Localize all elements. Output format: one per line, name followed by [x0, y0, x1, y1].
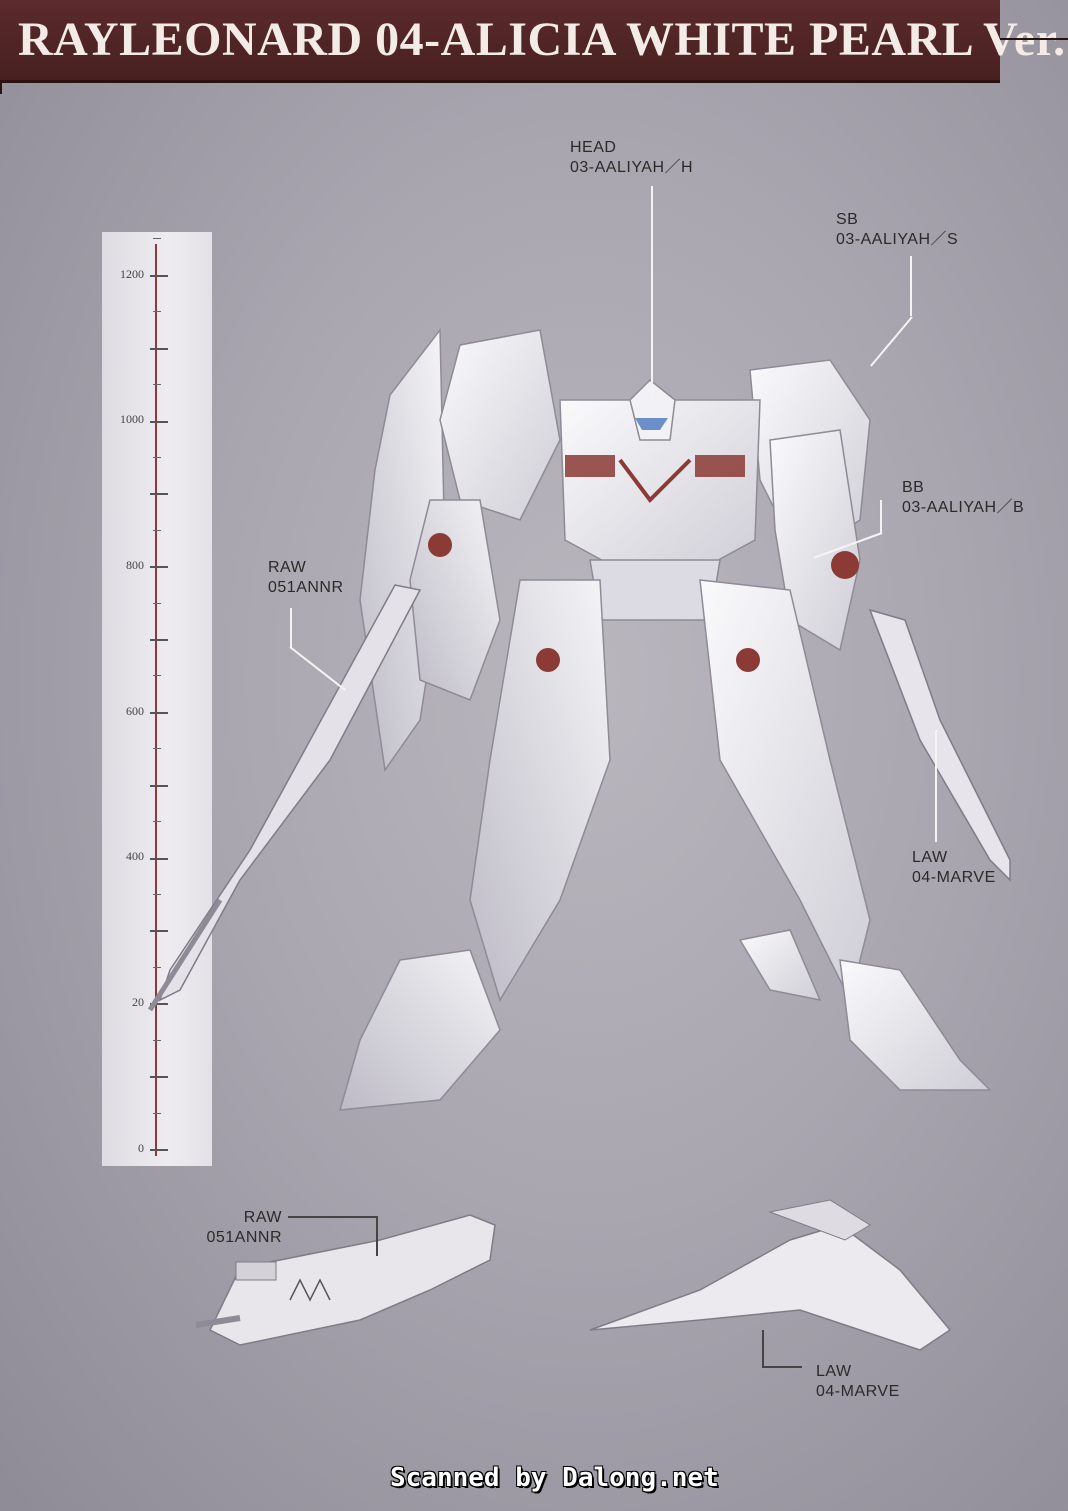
ruler-tick-major [150, 711, 168, 714]
callout-sb: SB 03-AALIYAH／S [836, 210, 958, 250]
leader-head [651, 186, 653, 396]
ruler-tick-minor [153, 602, 161, 604]
callout-raw: RAW 051ANNR [268, 558, 344, 598]
ruler-tick-minor [153, 456, 161, 458]
ruler-tick-major [150, 639, 168, 642]
leader-raw-detail-v [376, 1216, 378, 1256]
ruler-label-200: 20 [132, 995, 144, 1009]
callout-law-part: 04-MARVE [912, 869, 996, 886]
ruler-tick-minor [153, 1039, 161, 1041]
callout-raw-detail: RAW 051ANNR [184, 1208, 282, 1248]
ruler-tick-major [150, 930, 168, 933]
height-ruler [102, 232, 212, 1166]
callout-law-detail-name: LAW [816, 1363, 852, 1380]
detail-law-blade [589, 1199, 952, 1351]
callout-head-part: 03-AALIYAH／H [570, 159, 694, 176]
callout-sb-name: SB [836, 211, 859, 228]
ruler-label-0: 0 [138, 1141, 144, 1155]
callout-raw-name: RAW [268, 559, 307, 576]
callout-bb: BB 03-AALIYAH／B [902, 478, 1024, 518]
ruler-tick-minor [153, 894, 161, 896]
leader-law [935, 730, 937, 842]
title-rule [1000, 38, 1068, 40]
ruler-tick-major [150, 493, 168, 496]
callout-law-detail: LAW 04-MARVE [816, 1362, 900, 1402]
callout-raw-detail-name: RAW [243, 1209, 282, 1226]
callout-raw-detail-part: 051ANNR [206, 1229, 282, 1246]
title-banner: RAYLEONARD 04-ALICIA WHITE PEARL Ver. [0, 0, 1065, 83]
callout-raw-part: 051ANNR [268, 579, 344, 596]
ruler-tick-minor [153, 384, 161, 386]
page-title: RAYLEONARD 04-ALICIA WHITE PEARL Ver. [18, 13, 1066, 66]
ruler-label-1000: 1000 [120, 412, 144, 426]
ruler-tick-minor [153, 311, 161, 313]
ruler-axis-line [155, 244, 157, 1156]
callout-law-detail-part: 04-MARVE [816, 1383, 900, 1400]
ruler-tick-minor [153, 675, 161, 677]
ruler-tick-minor [153, 748, 161, 750]
ruler-label-1200: 1200 [120, 267, 144, 281]
ruler-tick-minor [153, 966, 161, 968]
ruler-label-800: 800 [126, 558, 144, 572]
callout-sb-part: 03-AALIYAH／S [836, 231, 959, 248]
ruler-tick-major [150, 1003, 168, 1006]
callout-law: LAW 04-MARVE [912, 848, 996, 888]
ruler-tick-major [150, 784, 168, 787]
callout-bb-name: BB [902, 479, 925, 496]
leader-raw-detail-h [288, 1216, 378, 1218]
callout-bb-part: 03-AALIYAH／B [902, 499, 1025, 516]
ruler-tick-minor [153, 1112, 161, 1114]
detail-raw-rifle [195, 1214, 496, 1346]
callout-head-name: HEAD [570, 139, 617, 156]
ruler-tick-minor [153, 529, 161, 531]
ruler-label-400: 400 [126, 849, 144, 863]
scan-watermark: Scanned by Dalong.net [390, 1463, 719, 1493]
ruler-label-600: 600 [126, 704, 144, 718]
ruler-tick-major [150, 1076, 168, 1079]
callout-head: HEAD 03-AALIYAH／H [570, 138, 693, 178]
ruler-tick-minor [153, 238, 161, 240]
leader-sb-v [910, 256, 912, 316]
ruler-tick-major [150, 347, 168, 350]
callout-law-name: LAW [912, 849, 948, 866]
leader-law-detail-h [762, 1366, 802, 1368]
ruler-tick-major [150, 274, 168, 277]
leader-raw-v [290, 608, 292, 648]
ruler-tick-major [150, 857, 168, 860]
ruler-tick-major [150, 566, 168, 569]
leader-bb-v [880, 500, 882, 534]
ruler-tick-major [150, 1149, 168, 1151]
ruler-tick-minor [153, 821, 161, 823]
leader-law-detail-v [762, 1330, 764, 1366]
ruler-tick-major [150, 420, 168, 423]
title-rule-vertical [0, 80, 2, 94]
